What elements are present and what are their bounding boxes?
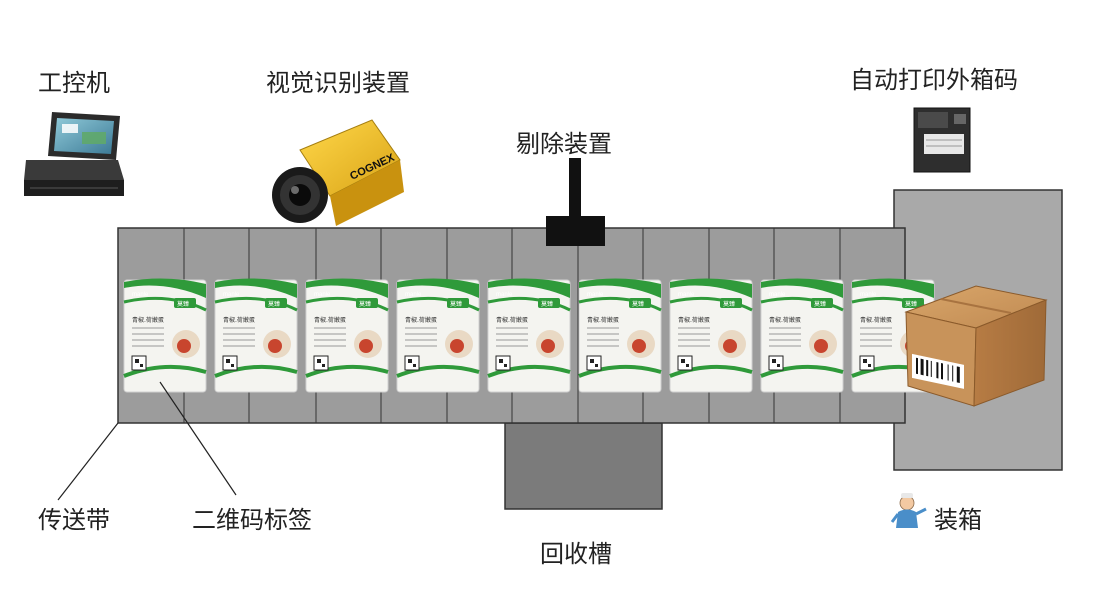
product-badge-text: 莫臻 bbox=[450, 300, 462, 308]
product-badge-text: 莫臻 bbox=[268, 300, 280, 308]
recycle-bin bbox=[504, 422, 663, 510]
product-name-text: 青椒.荷嫩蛋 bbox=[678, 316, 710, 324]
product-badge-text: 莫臻 bbox=[177, 300, 189, 308]
product-name-text: 青椒.荷嫩蛋 bbox=[132, 316, 164, 324]
product-badge-text: 莫臻 bbox=[359, 300, 371, 308]
worker-icon bbox=[890, 493, 927, 528]
product-brand-text: manle bbox=[496, 292, 513, 298]
cardboard-box-icon bbox=[904, 285, 1048, 407]
product-brand-text: manle bbox=[405, 292, 422, 298]
product-name-text: 青椒.荷嫩蛋 bbox=[496, 316, 528, 324]
product-badge-text: 莫臻 bbox=[541, 300, 553, 308]
product-bags: manle莫臻青椒.荷嫩蛋manle莫臻青椒.荷嫩蛋manle莫臻青椒.荷嫩蛋m… bbox=[123, 278, 935, 393]
label-printer: 自动打印外箱码 bbox=[850, 66, 1018, 94]
product-name-text: 青椒.荷嫩蛋 bbox=[860, 316, 892, 324]
product-brand-text: manle bbox=[223, 292, 240, 298]
label-conveyor: 传送带 bbox=[38, 506, 110, 534]
qr-label-leader-line bbox=[159, 381, 237, 496]
label-recycle-bin: 回收槽 bbox=[540, 540, 612, 568]
product-badge-text: 莫臻 bbox=[814, 300, 826, 308]
label-reject-device: 剔除装置 bbox=[516, 130, 612, 158]
product-brand-text: manle bbox=[314, 292, 331, 298]
product-badge-text: 莫臻 bbox=[632, 300, 644, 308]
label-packing: 装箱 bbox=[934, 506, 982, 534]
product-badge-text: 莫臻 bbox=[905, 300, 917, 308]
product-brand-text: manle bbox=[678, 292, 695, 298]
product-name-text: 青椒.荷嫩蛋 bbox=[405, 316, 437, 324]
conveyor-leader-line bbox=[57, 422, 119, 501]
product-name-text: 青椒.荷嫩蛋 bbox=[314, 316, 346, 324]
label-printer-icon bbox=[913, 107, 971, 173]
product-name-text: 青椒.荷嫩蛋 bbox=[769, 316, 801, 324]
product-badge-text: 莫臻 bbox=[723, 300, 735, 308]
label-qr-code: 二维码标签 bbox=[192, 506, 312, 534]
reject-device bbox=[546, 158, 605, 246]
label-industrial-pc: 工控机 bbox=[38, 69, 110, 97]
vision-camera-icon: COGNEX bbox=[272, 119, 404, 226]
product-name-text: 青椒.荷嫩蛋 bbox=[223, 316, 255, 324]
label-vision-device: 视觉识别装置 bbox=[266, 69, 410, 97]
product-brand-text: manle bbox=[860, 292, 877, 298]
product-brand-text: manle bbox=[587, 292, 604, 298]
product-brand-text: manle bbox=[132, 292, 149, 298]
industrial-pc-icon bbox=[24, 112, 124, 196]
product-brand-text: manle bbox=[769, 292, 786, 298]
product-name-text: 青椒.荷嫩蛋 bbox=[587, 316, 619, 324]
